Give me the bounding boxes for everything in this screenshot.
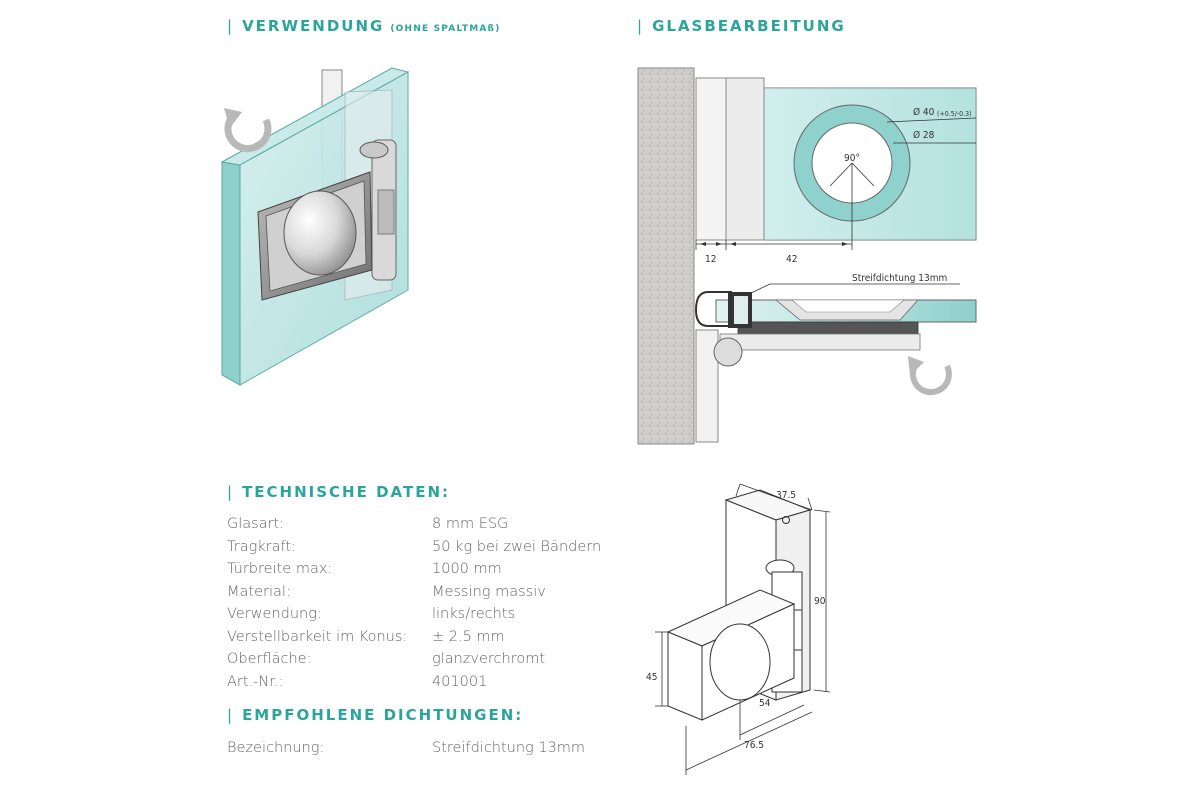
label-dim-90: 90 — [814, 596, 826, 607]
seal-row: Bezeichnung:Streifdichtung 13mm — [227, 740, 586, 756]
heading-verwendung-title: VERWENDUNG — [242, 17, 385, 35]
heading-verwendung: |VERWENDUNG(OHNE SPALTMAß) — [227, 17, 501, 35]
heading-technische-daten: |TECHNISCHE DATEN: — [227, 483, 450, 501]
label-dim-76-5: 76.5 — [744, 740, 764, 751]
drawing-labels: Ø 40 (+0.5/-0.3) Ø 28 90° 12 42 Streifdi… — [646, 106, 972, 751]
spec-row: Glasart:8 mm ESG — [227, 516, 509, 532]
label-d40: Ø 40 — [913, 106, 935, 118]
label-seal: Streifdichtung 13mm — [852, 273, 947, 284]
spec-row: Verstellbarkeit im Konus:± 2.5 mm — [227, 628, 505, 645]
spec-row: Material:Messing massiv — [227, 583, 546, 600]
heading-dichtungen: |EMPFOHLENE DICHTUNGEN: — [227, 706, 524, 724]
hinge-drawing — [655, 483, 831, 775]
heading-verwendung-subtitle: (OHNE SPALTMAß) — [390, 24, 501, 34]
label-dim-54: 54 — [759, 698, 771, 709]
label-dim-45: 45 — [646, 672, 657, 683]
label-d40-tolerance: (+0.5/-0.3) — [937, 110, 972, 118]
label-dim-42: 42 — [786, 254, 797, 265]
spec-row: Türbreite max:1000 mm — [227, 561, 502, 577]
heading-technische-daten-title: TECHNISCHE DATEN: — [242, 483, 450, 501]
heading-glasbearbeitung-title: GLASBEARBEITUNG — [652, 17, 846, 35]
heading-dichtungen-title: EMPFOHLENE DICHTUNGEN: — [242, 706, 524, 724]
verwendung-illustration — [220, 67, 410, 386]
spec-row: Oberfläche:glanzverchromt — [227, 651, 546, 667]
heading-glasbearbeitung: |GLASBEARBEITUNG — [637, 17, 846, 35]
spec-row: Art.-Nr.:401001 — [227, 673, 488, 690]
glasbearbeitung-illustration — [637, 67, 977, 445]
spec-row: Tragkraft:50 kg bei zwei Bändern — [227, 538, 602, 555]
label-d28: Ø 28 — [913, 129, 935, 141]
label-angle: 90° — [844, 153, 860, 164]
spec-row: Verwendung:links/rechts — [227, 606, 516, 622]
label-dim-12: 12 — [705, 254, 716, 265]
label-dim-37-5: 37.5 — [776, 490, 796, 501]
